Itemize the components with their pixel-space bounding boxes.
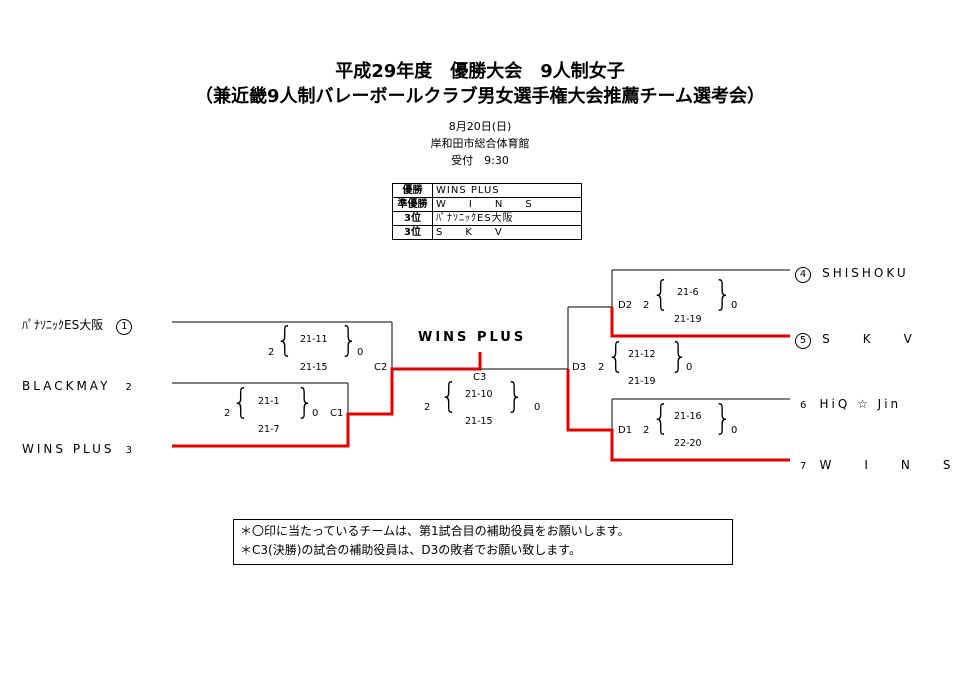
notes-box: ＊〇印に当たっているチームは、第1試合目の補助役員をお願いします。 ＊C3(決勝… [233, 519, 733, 565]
place-team: S K V [432, 225, 582, 240]
seed-number: 7 [800, 461, 807, 472]
team-name: HiQ ☆ Jin [819, 397, 902, 411]
d3-left-score: 2 [598, 362, 605, 373]
seed-circle: 1 [116, 319, 133, 335]
team-name: ﾊﾟﾅｿﾆｯｸES大阪 [22, 318, 104, 332]
final-left-score: 2 [424, 402, 431, 413]
c1-left-score: 2 [224, 408, 231, 419]
brace-icon: { [276, 318, 294, 360]
brace-icon: { [652, 396, 670, 438]
d3-right-score: 0 [686, 362, 693, 373]
d3-set2: 21-19 [628, 376, 656, 387]
seed-circle: 4 [795, 267, 811, 283]
final-code: C3 [473, 372, 487, 383]
brace-icon: } [670, 334, 688, 376]
d1-left-score: 2 [643, 425, 650, 436]
right-team-5: 5 S K V [795, 328, 915, 349]
team-name: WINS PLUS [22, 442, 115, 456]
brace-icon: { [440, 374, 458, 416]
c1-set1: 21-1 [258, 396, 280, 407]
c1-set2: 21-7 [258, 424, 280, 435]
seed-number: 3 [125, 445, 133, 456]
brace-icon: { [232, 380, 250, 422]
d2-left-score: 2 [643, 300, 650, 311]
brace-icon: } [506, 374, 524, 416]
page-title: 平成29年度 優勝大会 9人制女子 [335, 61, 625, 82]
event-venue: 岸和田市総合体育館 [430, 137, 530, 150]
reception-time: 受付 9:30 [451, 154, 509, 167]
c1-right-score: 0 [312, 408, 319, 419]
c1-code: C1 [330, 408, 344, 419]
left-team-3: WINS PLUS 3 [22, 438, 132, 457]
champion-name: WINS PLUS [418, 330, 527, 345]
brace-icon: } [714, 396, 732, 438]
seed-number: 6 [800, 400, 807, 411]
winner-path-left [172, 352, 482, 448]
d2-set1: 21-6 [677, 287, 699, 298]
brace-icon: } [714, 272, 732, 314]
left-team-1: ﾊﾟﾅｿﾆｯｸES大阪 1 [22, 314, 133, 335]
final-right-score: 0 [534, 402, 541, 413]
winner-path-d1-d3 [566, 369, 790, 462]
d2-right-score: 0 [731, 300, 738, 311]
winner-path [172, 307, 790, 462]
d1-right-score: 0 [731, 425, 738, 436]
brace-icon: } [340, 318, 358, 360]
brace-icon: } [296, 380, 314, 422]
final-set2: 21-15 [465, 416, 493, 427]
team-name: S K V [822, 332, 915, 346]
team-name: W I N S [819, 458, 954, 472]
page-subtitle: （兼近畿9人制バレーボールクラブ男女選手権大会推薦チーム選考会） [195, 86, 765, 107]
right-team-4: 4 SHISHOKU [795, 262, 909, 283]
d2-set2: 21-19 [674, 314, 702, 325]
c2-right-score: 0 [357, 347, 364, 358]
brace-icon: { [652, 272, 670, 314]
right-team-7: 7 W I N S [800, 454, 953, 473]
final-set1: 21-10 [465, 389, 493, 400]
note-line: ＊C3(決勝)の試合の補助役員は、D3の敗者でお願い致します。 [240, 543, 582, 557]
d1-set2: 22-20 [674, 438, 702, 449]
seed-circle: 5 [795, 333, 811, 349]
brace-icon: { [607, 334, 625, 376]
team-name: SHISHOKU [822, 266, 909, 280]
left-team-2: BLACKMAY 2 [22, 375, 132, 394]
event-date: 8月20日(日) [448, 120, 512, 133]
team-name: BLACKMAY [22, 379, 111, 393]
d3-set1: 21-12 [628, 349, 656, 360]
d1-code: D1 [618, 425, 633, 436]
seed-number: 2 [125, 382, 132, 393]
d1-set1: 21-16 [674, 411, 702, 422]
c2-code: C2 [374, 362, 388, 373]
note-line: ＊〇印に当たっているチームは、第1試合目の補助役員をお願いします。 [240, 524, 630, 538]
c2-set1: 21-11 [300, 334, 328, 345]
c2-set2: 21-15 [300, 362, 328, 373]
c2-left-score: 2 [268, 347, 275, 358]
results-row: 3位ﾊﾟﾅｿﾆｯｸES大阪 [392, 211, 582, 226]
right-team-6: 6 HiQ ☆ Jin [800, 393, 901, 412]
winner-path-d2 [610, 307, 790, 338]
d3-code: D3 [572, 362, 587, 373]
d2-code: D2 [618, 300, 633, 311]
